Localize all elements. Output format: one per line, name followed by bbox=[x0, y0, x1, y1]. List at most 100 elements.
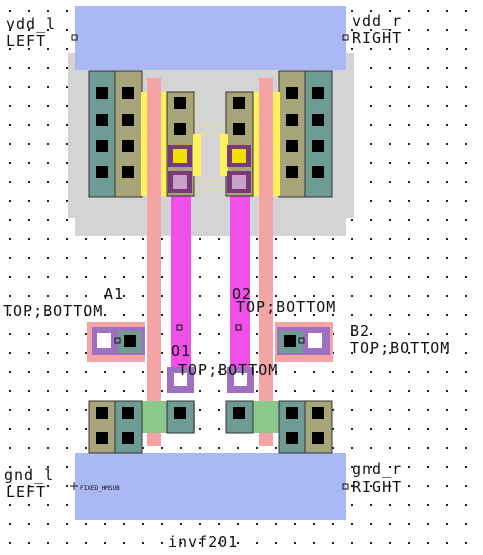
grid-dot bbox=[237, 523, 239, 525]
grid-dot bbox=[9, 333, 11, 335]
grid-dot bbox=[275, 542, 277, 544]
grid-dot bbox=[142, 257, 144, 259]
vdd-r-marker[interactable] bbox=[342, 34, 349, 41]
grid-dot bbox=[47, 390, 49, 392]
grid-dot bbox=[465, 48, 467, 50]
grid-dot bbox=[47, 314, 49, 316]
gnd-r-marker[interactable] bbox=[342, 483, 349, 490]
grid-dot bbox=[9, 257, 11, 259]
grid-dot bbox=[123, 238, 125, 240]
grid-dot bbox=[427, 333, 429, 335]
a1-marker[interactable] bbox=[114, 337, 121, 344]
grid-dot bbox=[85, 390, 87, 392]
grid-dot bbox=[199, 409, 201, 411]
grid-dot bbox=[180, 523, 182, 525]
pin-name-gnd-l: gnd_l bbox=[4, 466, 54, 484]
gnd-l-marker[interactable] bbox=[70, 482, 78, 490]
grid-dot bbox=[370, 276, 372, 278]
grid-dot bbox=[370, 352, 372, 354]
grid-dot bbox=[9, 181, 11, 183]
grid-dot bbox=[446, 523, 448, 525]
contact-square bbox=[122, 407, 134, 419]
contact-square bbox=[122, 87, 134, 99]
grid-dot bbox=[256, 238, 258, 240]
grid-dot bbox=[161, 447, 163, 449]
o1-marker[interactable] bbox=[176, 324, 183, 331]
grid-dot bbox=[465, 466, 467, 468]
grid-dot bbox=[47, 428, 49, 430]
grid-dot bbox=[85, 257, 87, 259]
grid-dot bbox=[332, 314, 334, 316]
grid-dot bbox=[161, 352, 163, 354]
grid-dot bbox=[218, 542, 220, 544]
grid-dot bbox=[389, 390, 391, 392]
grid-dot bbox=[218, 409, 220, 411]
grid-dot bbox=[408, 200, 410, 202]
contact-square bbox=[312, 87, 324, 99]
vdd-l-marker[interactable] bbox=[71, 34, 78, 41]
grid-dot bbox=[47, 29, 49, 31]
o2-marker[interactable] bbox=[235, 324, 242, 331]
grid-dot bbox=[28, 10, 30, 12]
contact-square bbox=[96, 432, 108, 444]
grid-dot bbox=[389, 162, 391, 164]
contact-square bbox=[96, 114, 108, 126]
yellow-stub-left bbox=[193, 134, 201, 176]
grid-dot bbox=[256, 333, 258, 335]
pin-side-a1: TOP;BOTTOM bbox=[3, 302, 103, 320]
grid-dot bbox=[199, 276, 201, 278]
grid-dot bbox=[47, 485, 49, 487]
grid-dot bbox=[370, 257, 372, 259]
grid-dot bbox=[408, 143, 410, 145]
grid-dot bbox=[332, 447, 334, 449]
grid-dot bbox=[256, 352, 258, 354]
grid-dot bbox=[351, 10, 353, 12]
grid-dot bbox=[123, 257, 125, 259]
contact-square bbox=[286, 140, 298, 152]
via-left-upper-fill bbox=[173, 149, 187, 163]
contact-square bbox=[286, 432, 298, 444]
grid-dot bbox=[28, 276, 30, 278]
grid-dot bbox=[370, 447, 372, 449]
grid-dot bbox=[180, 447, 182, 449]
grid-dot bbox=[389, 200, 391, 202]
grid-dot bbox=[465, 67, 467, 69]
grid-dot bbox=[446, 105, 448, 107]
grid-dot bbox=[66, 143, 68, 145]
grid-dot bbox=[161, 371, 163, 373]
grid-dot bbox=[9, 124, 11, 126]
grid-dot bbox=[332, 295, 334, 297]
grid-dot bbox=[218, 238, 220, 240]
grid-dot bbox=[28, 485, 30, 487]
grid-dot bbox=[294, 257, 296, 259]
grid-dot bbox=[85, 523, 87, 525]
grid-dot bbox=[370, 485, 372, 487]
grid-dot bbox=[332, 428, 334, 430]
grid-dot bbox=[446, 200, 448, 202]
grid-dot bbox=[66, 409, 68, 411]
grid-dot bbox=[370, 295, 372, 297]
grid-dot bbox=[28, 124, 30, 126]
pin-side-vdd-l: LEFT bbox=[6, 32, 46, 50]
grid-dot bbox=[351, 257, 353, 259]
grid-dot bbox=[446, 314, 448, 316]
grid-dot bbox=[275, 523, 277, 525]
grid-dot bbox=[47, 86, 49, 88]
grid-dot bbox=[313, 238, 315, 240]
grid-dot bbox=[85, 371, 87, 373]
grid-dot bbox=[256, 390, 258, 392]
grid-dot bbox=[408, 314, 410, 316]
substrate-label: FIXED_HMSUB bbox=[80, 485, 120, 492]
grid-dot bbox=[408, 295, 410, 297]
grid-dot bbox=[28, 219, 30, 221]
b2-marker[interactable] bbox=[298, 337, 305, 344]
grid-dot bbox=[389, 523, 391, 525]
vdd-rail[interactable] bbox=[75, 6, 346, 70]
grid-dot bbox=[66, 542, 68, 544]
grid-dot bbox=[465, 333, 467, 335]
grid-dot bbox=[256, 542, 258, 544]
grid-dot bbox=[66, 124, 68, 126]
grid-dot bbox=[199, 542, 201, 544]
grid-dot bbox=[370, 219, 372, 221]
gnd-rail[interactable] bbox=[75, 453, 346, 520]
